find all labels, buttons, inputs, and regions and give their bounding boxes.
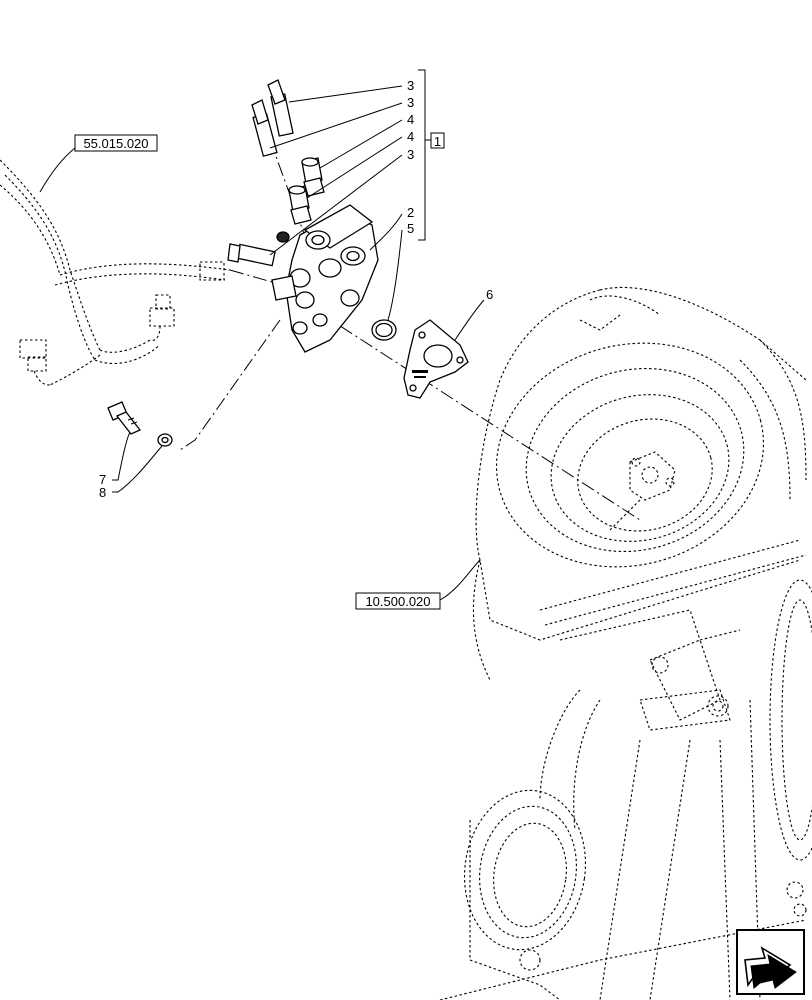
washer (157, 433, 173, 447)
valve-assembly (107, 79, 469, 447)
harness-reference-box[interactable]: 55.015.020 (74, 134, 158, 152)
harness-reference-text: 55.015.020 (83, 136, 148, 151)
wiring-harness-ghost (0, 159, 231, 386)
callout-5: 5 (407, 221, 414, 236)
o-ring-seal (371, 319, 397, 341)
callout-6: 6 (486, 287, 493, 302)
axle-reference-box[interactable]: 10.500.020 (355, 592, 441, 610)
plug-upper (267, 79, 294, 137)
callout-4b: 4 (407, 129, 414, 144)
plug-left (227, 243, 276, 267)
callout-3a: 3 (407, 78, 414, 93)
callout-2: 2 (407, 205, 414, 220)
item1-group-box: 1 (430, 132, 445, 149)
callout-3c: 3 (407, 147, 414, 162)
callout-labels: 3 3 4 4 3 2 5 6 7 8 (99, 78, 493, 500)
axle-reference-text: 10.500.020 (365, 594, 430, 609)
fitting-upper (301, 157, 325, 197)
plug-lower (251, 99, 278, 157)
callout-8: 8 (99, 485, 106, 500)
callout-7: 7 (99, 472, 106, 487)
valve-body (271, 204, 379, 353)
bolt (107, 401, 142, 435)
next-page-arrow-icon[interactable] (736, 929, 805, 995)
callout-1: 1 (434, 134, 441, 149)
callout-3b: 3 (407, 95, 414, 110)
fitting-lower (288, 185, 312, 225)
alignment-lines (179, 139, 641, 521)
axle-housing-ghost (439, 286, 812, 1000)
leader-lines (39, 69, 485, 601)
gasket (403, 319, 469, 399)
callout-4a: 4 (407, 112, 414, 127)
